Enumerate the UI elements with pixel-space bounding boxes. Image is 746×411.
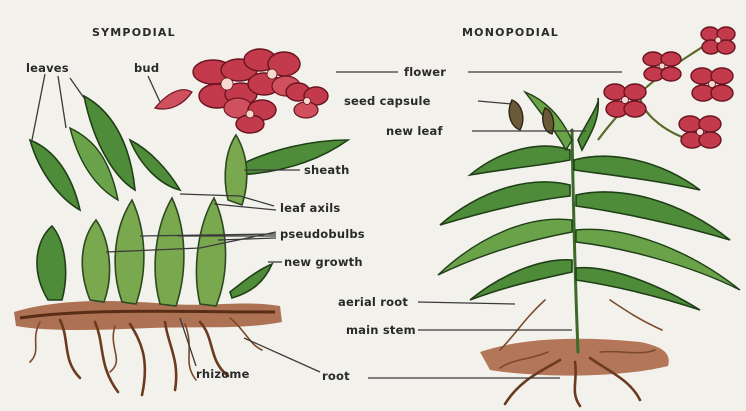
sympodial-flowers: [193, 49, 328, 133]
label-new-growth: new growth: [284, 255, 363, 269]
label-rhizome: rhizome: [196, 367, 250, 381]
label-pseudobulbs: pseudobulbs: [280, 227, 365, 241]
bud-shape: [155, 90, 192, 109]
sympodial-leaves: [30, 96, 348, 300]
sympodial-plant: [14, 49, 348, 395]
sympodial-pseudobulbs: [82, 135, 247, 306]
label-leaf-axils: leaf axils: [280, 201, 340, 215]
label-aerial-root: aerial root: [338, 295, 408, 309]
label-root: root: [322, 369, 350, 383]
label-bud: bud: [134, 61, 159, 75]
title-monopodial: MONOPODIAL: [462, 26, 559, 39]
label-new-leaf: new leaf: [386, 124, 444, 138]
title-sympodial: SYMPODIAL: [92, 26, 176, 39]
label-seed-capsule: seed capsule: [344, 94, 431, 108]
sympodial-rhizome: [14, 301, 282, 330]
label-flower: flower: [404, 65, 446, 79]
monopodial-plant: [438, 27, 740, 406]
label-sheath: sheath: [304, 163, 349, 177]
label-main-stem: main stem: [346, 323, 416, 337]
label-leaves: leaves: [26, 61, 69, 75]
